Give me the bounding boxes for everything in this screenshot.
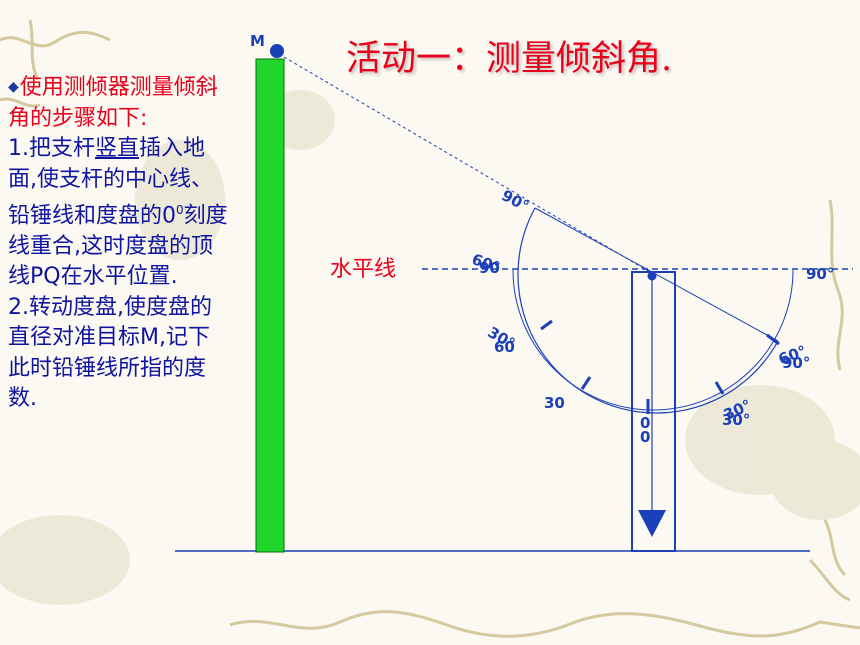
rotated-protractor-arc bbox=[517, 207, 779, 414]
fixed-protractor-arc bbox=[512, 269, 794, 411]
fixed-label-0: 0 bbox=[640, 428, 650, 446]
tick-left-lower bbox=[580, 376, 592, 390]
instructions-intro: 使用测倾器测量倾斜角的步骤如下: bbox=[8, 75, 218, 131]
fixed-label-30-right: 30° bbox=[722, 411, 750, 429]
sight-line bbox=[283, 56, 656, 276]
plumb-weight-icon bbox=[638, 510, 666, 537]
tick-right-60 bbox=[766, 333, 780, 346]
page-title: 活动一：测量倾斜角. bbox=[346, 39, 673, 79]
fixed-label-90-left: 90 bbox=[479, 259, 500, 277]
horizontal-line-label: 水平线 bbox=[330, 257, 396, 282]
fixed-label-90-right: 90° bbox=[806, 265, 834, 283]
step-1-middle: 插入地面,使支杆的中心线、铅锤线和度盘的0 bbox=[8, 136, 213, 229]
fixed-label-60-left: 60 bbox=[494, 338, 515, 356]
step-1-end: 刻度线重合,这时度盘的顶线PQ在水平位置. bbox=[8, 203, 228, 290]
rotated-protractor bbox=[517, 207, 779, 414]
tick-left-30 bbox=[540, 319, 553, 331]
pivot-point bbox=[647, 271, 657, 281]
step-1-underlined: 竖直 bbox=[95, 136, 140, 161]
degree-superscript: 0 bbox=[176, 203, 184, 217]
fixed-label-30-left: 30 bbox=[544, 394, 565, 412]
point-m-label: M bbox=[250, 32, 265, 50]
bullet-icon: ◆ bbox=[8, 79, 19, 95]
instructions-panel: ◆使用测倾器测量倾斜角的步骤如下: 1.把支杆竖直插入地面,使支杆的中心线、铅锤… bbox=[8, 72, 230, 415]
step-2: 2.转动度盘,使度盘的直径对准目标M,记下此时铅锤线所指的度数. bbox=[8, 294, 212, 412]
target-point-m bbox=[270, 44, 284, 58]
protractor-diameter bbox=[534, 207, 779, 342]
fixed-label-90-lower-right: 90° bbox=[782, 354, 810, 372]
step-1-start: 1.把支杆 bbox=[8, 136, 95, 161]
tick-right-lower bbox=[714, 381, 725, 395]
scale-ticks bbox=[540, 319, 780, 414]
green-pole bbox=[255, 58, 285, 553]
rotated-label-0: 0 bbox=[640, 414, 650, 432]
rotated-label-90: 90° bbox=[498, 186, 532, 215]
